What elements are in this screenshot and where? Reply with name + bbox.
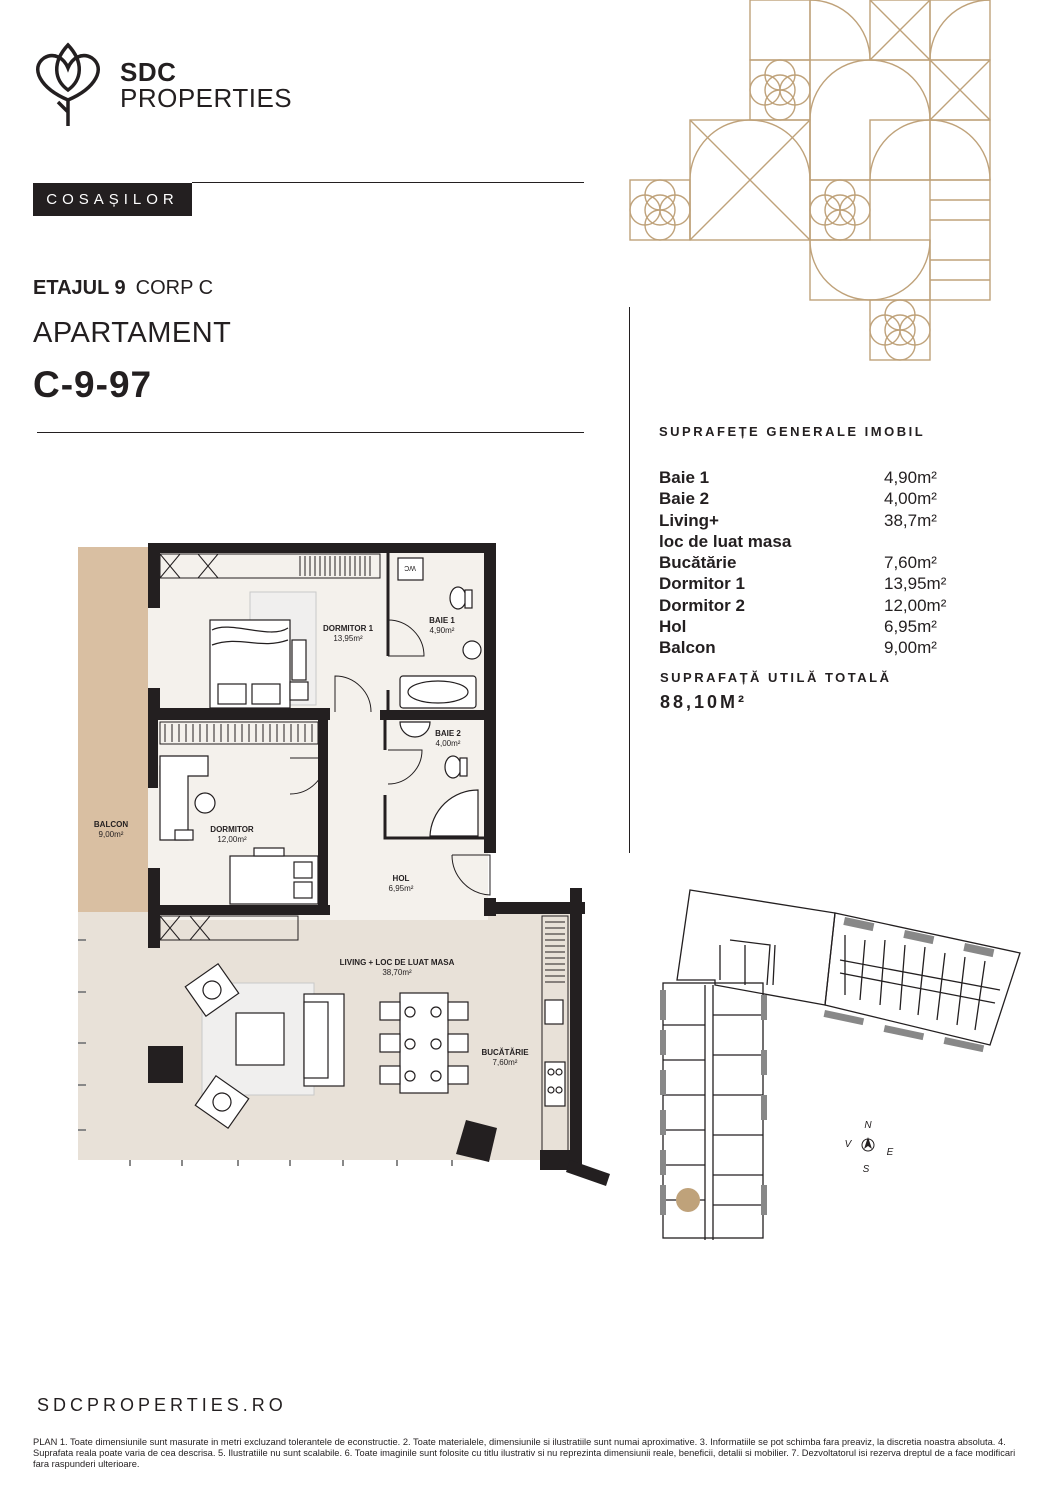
room-area: 7,60m²	[493, 1058, 518, 1067]
sink	[462, 640, 482, 660]
area-name: Dormitor 1	[659, 574, 745, 594]
toilet	[444, 755, 462, 779]
area-value: 4,90m²	[884, 468, 937, 487]
floor-info: ETAJUL 9 CORP C	[33, 276, 213, 300]
area-value: 12,00m²	[884, 595, 947, 615]
brand-subname: PROPERTIES	[120, 83, 293, 113]
corp-label: CORP C	[135, 277, 214, 299]
room-area: 9,00m²	[99, 830, 124, 839]
room-label: DORMITOR	[210, 825, 254, 834]
balcony-area	[78, 547, 148, 912]
room-area: 4,90m²	[430, 626, 455, 635]
room-label: BAIE 1	[429, 616, 455, 625]
wc-label: WC	[404, 564, 416, 571]
area-value	[884, 531, 959, 552]
apartment-location-marker	[676, 1188, 700, 1212]
compass-n: N	[864, 1120, 872, 1131]
area-value: 6,95m²	[884, 617, 937, 637]
room-label: DORMITOR 1	[323, 624, 374, 633]
area-value: 7,60m²	[884, 553, 937, 573]
area-row: Dormitor 1 13,95m²	[659, 573, 959, 594]
floor-label: ETAJUL 9	[33, 277, 126, 299]
compass-e: E	[887, 1147, 894, 1158]
apartment-code: C-9-97	[33, 364, 153, 405]
area-name: Hol	[659, 617, 687, 637]
room-area: 6,95m²	[389, 884, 414, 893]
room-area: 38,70m²	[382, 968, 412, 977]
area-name: Balcon	[659, 638, 716, 658]
area-row: Bucătărie 7,60m²	[659, 552, 959, 573]
compass-v: V	[845, 1139, 853, 1150]
area-name: Living+	[659, 510, 719, 530]
area-name: Baie 1	[659, 468, 710, 487]
corner-bath	[429, 789, 479, 837]
project-badge: COSAȘILOR	[33, 183, 192, 216]
coffee-table	[235, 1012, 285, 1066]
wc-box	[397, 557, 424, 581]
area-value: 13,95m²	[884, 574, 947, 594]
total-area-title: SUPRAFAȚĂ UTILĂ TOTALĂ	[660, 670, 892, 685]
brand-name: SDC	[120, 57, 177, 87]
area-row: Living+ 38,7m²	[659, 510, 959, 531]
area-row: Dormitor 2 12,00m²	[659, 595, 959, 616]
toilet	[449, 586, 467, 610]
area-value: 4,00m²	[884, 489, 937, 509]
area-value: 38,7m²	[884, 510, 937, 530]
building-key-plan	[660, 889, 1021, 1240]
vertical-divider	[629, 307, 630, 853]
area-name: Bucătărie	[659, 553, 737, 573]
compass-s: S	[863, 1164, 870, 1175]
divider	[192, 182, 584, 183]
areas-title: SUPRAFEȚE GENERALE IMOBIL	[659, 424, 926, 439]
desk	[159, 755, 209, 841]
stove	[544, 1061, 566, 1107]
area-row: Hol 6,95m²	[659, 616, 959, 637]
disclaimer-text: PLAN 1. Toate dimensiunile sunt masurate…	[33, 1437, 1016, 1469]
area-row: Baie 1 4,90m²	[659, 467, 959, 488]
room-label: BALCON	[94, 820, 128, 829]
area-name: Dormitor 2	[659, 595, 745, 615]
logo-icon	[36, 42, 100, 126]
room-area: 12,00m²	[217, 835, 247, 844]
area-name: Baie 2	[659, 489, 710, 509]
divider	[37, 432, 584, 433]
area-row: loc de luat masa	[659, 531, 959, 552]
area-name: loc de luat masa	[659, 531, 792, 551]
apartment-label: APARTAMENT	[33, 317, 232, 349]
website-link[interactable]: SDCPROPERTIES.RO	[37, 1395, 287, 1415]
area-value: 9,00m²	[884, 638, 937, 658]
kitchen-sink	[544, 999, 564, 1025]
sink	[399, 721, 431, 738]
compass-icon: N S E V	[845, 1120, 894, 1175]
floor-plan: DORMITOR 1 13,95m² BAIE 1 4,90m² BAIE 2 …	[78, 543, 610, 1186]
total-area-value: 88,10M²	[660, 692, 748, 712]
room-label: HOL	[393, 874, 410, 883]
room-area: 4,00m²	[436, 739, 461, 748]
decorative-pattern	[629, 0, 991, 361]
room-label: BAIE 2	[435, 729, 461, 738]
room-label: BUCĂTĂRIE	[481, 1048, 529, 1057]
room-area: 13,95m²	[333, 634, 363, 643]
area-row: Baie 2 4,00m²	[659, 488, 959, 509]
area-row: Balcon 9,00m²	[659, 637, 959, 658]
room-label: LIVING + LOC DE LUAT MASA	[340, 958, 455, 967]
